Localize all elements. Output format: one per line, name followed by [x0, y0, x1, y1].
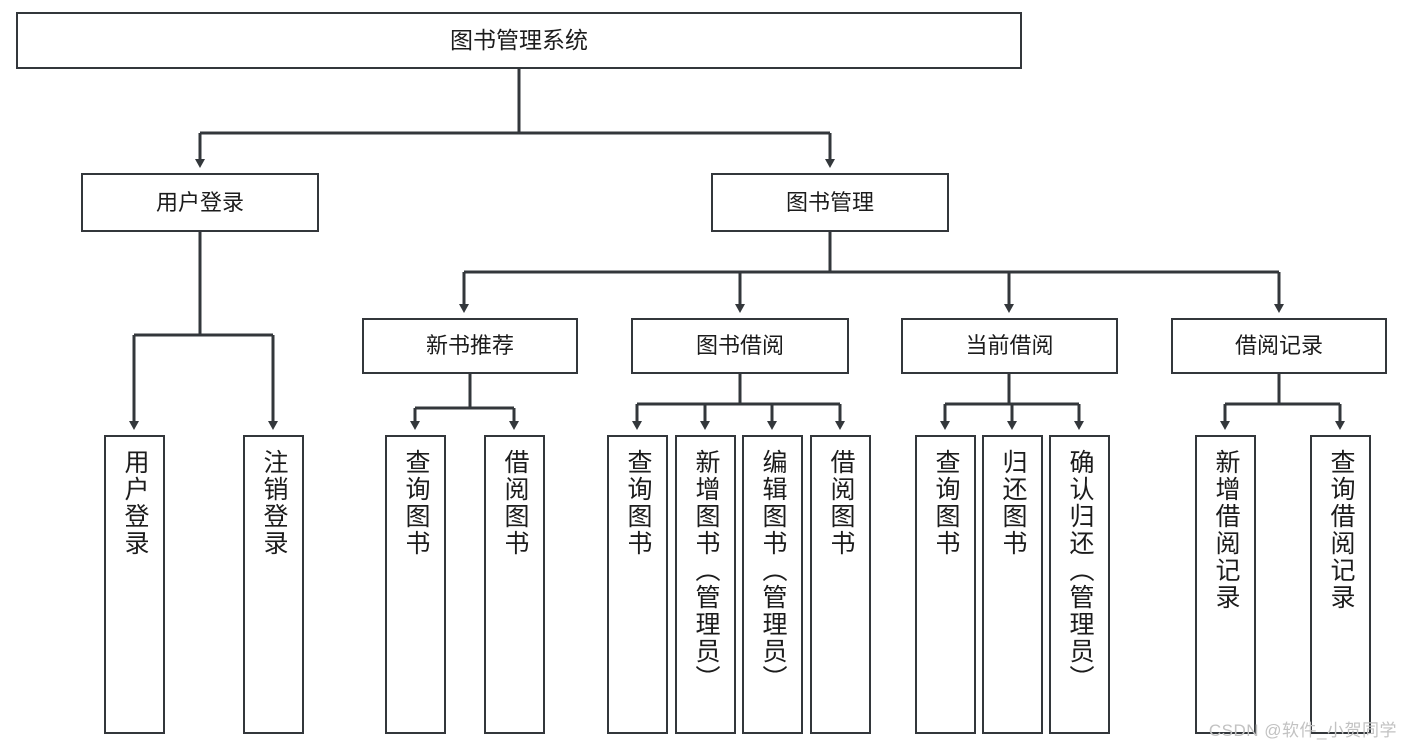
- leaf-borrow-book-nbr[interactable]: 借阅图书: [484, 435, 545, 734]
- node-new-book-recommend[interactable]: 新书推荐: [362, 318, 578, 374]
- node-label: 图书管理: [785, 189, 874, 215]
- node-label: 新增借阅记录: [1212, 449, 1240, 611]
- node-user-login[interactable]: 用户登录: [81, 173, 319, 232]
- leaf-edit-book-admin[interactable]: 编辑图书（管理员）: [742, 435, 803, 734]
- node-label: 确认归还（管理员）: [1066, 449, 1094, 692]
- leaf-query-borrow-record[interactable]: 查询借阅记录: [1310, 435, 1371, 734]
- leaf-query-book-nbr[interactable]: 查询图书: [385, 435, 446, 734]
- node-label: 当前借阅: [965, 333, 1054, 359]
- node-current-borrow[interactable]: 当前借阅: [901, 318, 1118, 374]
- leaf-query-book-cb[interactable]: 查询图书: [915, 435, 976, 734]
- node-label: 查询借阅记录: [1327, 449, 1355, 611]
- node-label: 编辑图书（管理员）: [759, 449, 787, 692]
- node-label: 借阅记录: [1234, 333, 1323, 359]
- leaf-add-borrow-record[interactable]: 新增借阅记录: [1195, 435, 1256, 734]
- leaf-borrow-book-bb[interactable]: 借阅图书: [810, 435, 871, 734]
- watermark-text: CSDN @软件_小贺同学: [1208, 721, 1397, 740]
- node-book-borrow[interactable]: 图书借阅: [631, 318, 849, 374]
- node-borrow-record[interactable]: 借阅记录: [1171, 318, 1387, 374]
- node-root-system[interactable]: 图书管理系统: [16, 12, 1022, 69]
- node-label: 查询图书: [932, 449, 960, 557]
- node-book-management[interactable]: 图书管理: [711, 173, 949, 232]
- leaf-confirm-return-admin[interactable]: 确认归还（管理员）: [1049, 435, 1110, 734]
- node-label: 图书管理系统: [450, 26, 588, 53]
- node-label: 借阅图书: [501, 449, 529, 557]
- leaf-logout[interactable]: 注销登录: [243, 435, 304, 734]
- node-label: 新书推荐: [425, 333, 514, 359]
- node-label: 查询图书: [402, 449, 430, 557]
- leaf-user-login[interactable]: 用户登录: [104, 435, 165, 734]
- node-label: 新增图书（管理员）: [692, 449, 720, 692]
- node-label: 查询图书: [624, 449, 652, 557]
- node-label: 借阅图书: [827, 449, 855, 557]
- node-label: 用户登录: [121, 449, 149, 557]
- node-label: 图书借阅: [695, 333, 784, 359]
- node-label: 注销登录: [260, 449, 288, 557]
- leaf-return-book[interactable]: 归还图书: [982, 435, 1043, 734]
- leaf-add-book-admin[interactable]: 新增图书（管理员）: [675, 435, 736, 734]
- node-label: 归还图书: [999, 449, 1027, 557]
- node-label: 用户登录: [155, 189, 244, 215]
- leaf-query-book-bb[interactable]: 查询图书: [607, 435, 668, 734]
